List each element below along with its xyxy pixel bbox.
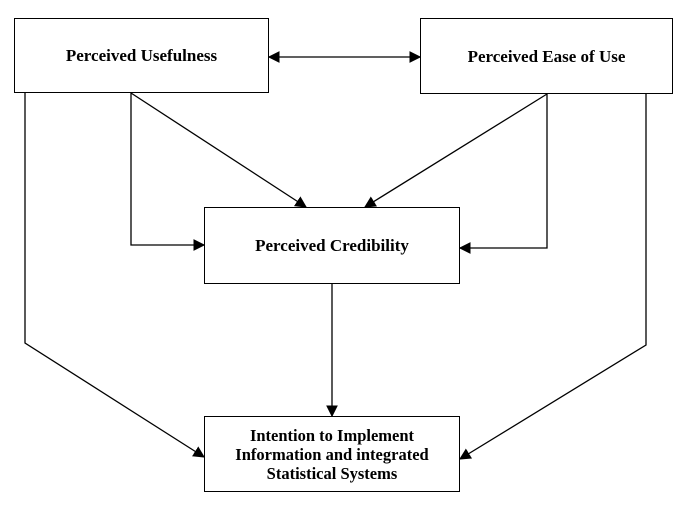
edge-ease-credibility-elbow bbox=[458, 94, 548, 254]
edge-ease-credibility-diagonal bbox=[364, 93, 548, 208]
node-label: Intention to Implement Information and i… bbox=[235, 425, 429, 483]
node-intention-to-implement: Intention to Implement Information and i… bbox=[204, 416, 460, 492]
node-label: Perceived Ease of Use bbox=[467, 46, 626, 66]
node-label: Perceived Usefulness bbox=[65, 46, 218, 65]
edge-ease-intention bbox=[459, 94, 647, 460]
node-perceived-usefulness: Perceived Usefulness bbox=[14, 18, 269, 93]
node-perceived-ease-of-use: Perceived Ease of Use bbox=[420, 18, 673, 94]
node-label: Perceived Credibility bbox=[255, 236, 409, 255]
edge-usefulness-intention bbox=[24, 93, 205, 458]
edge-usefulness-credibility-elbow bbox=[130, 93, 206, 251]
node-perceived-credibility: Perceived Credibility bbox=[204, 207, 460, 284]
edge-usefulness-credibility-diagonal bbox=[130, 92, 307, 208]
